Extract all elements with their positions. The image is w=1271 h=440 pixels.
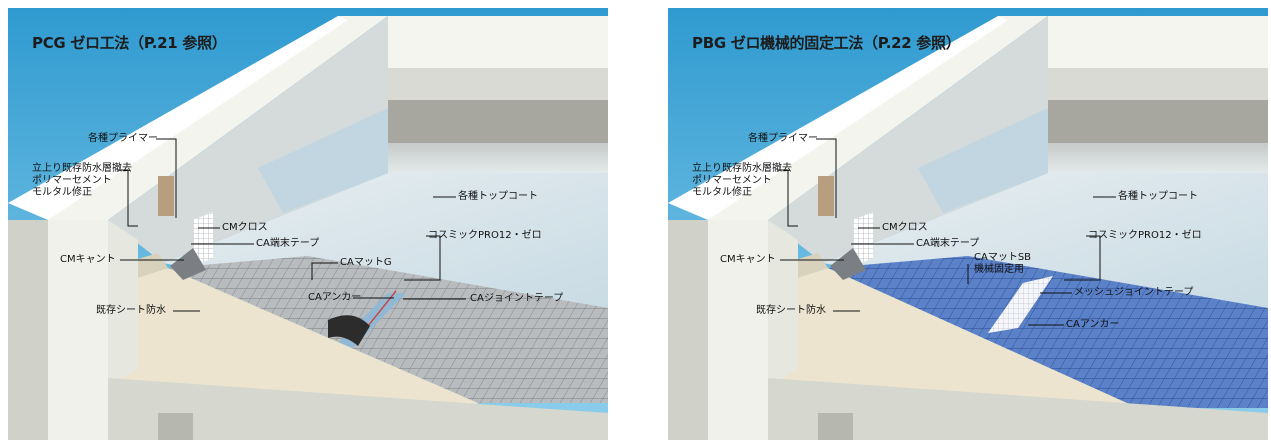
label-removal-line-2: ポリマーセメント — [32, 175, 112, 186]
label-removal-line-1: 立上り既存防水層撤去 — [32, 163, 132, 174]
ca-mat-g-grid — [168, 256, 608, 403]
label-cm-cant: CMキャント — [60, 254, 116, 265]
label-ca-anchor: CAアンカー — [308, 292, 362, 303]
label-existing-sheet: 既存シート防水 — [756, 305, 826, 316]
label-cosmic-pro12: コスミックPRO12・ゼロ — [428, 230, 542, 241]
label-primer: 各種プライマー — [88, 133, 158, 144]
panel-title: PBG ゼロ機械的固定工法（P.22 参照） — [692, 34, 961, 52]
anchor-red-line — [367, 290, 397, 327]
back-parapet-top — [998, 16, 1268, 68]
label-ca-mat-sb-line-2: 機械固定用 — [974, 264, 1024, 275]
back-wall-lower — [1048, 143, 1268, 173]
label-removal-line-3: モルタル修正 — [692, 187, 752, 198]
back-wall-lower — [388, 143, 608, 173]
back-wall-dark-band — [1048, 100, 1268, 143]
label-removal-line-1: 立上り既存防水層撤去 — [692, 163, 792, 174]
ca-mat-sb-grid — [828, 256, 1268, 408]
front-parapet-edge — [668, 16, 1008, 220]
front-parapet-side — [8, 220, 48, 440]
back-parapet-top — [338, 16, 608, 68]
slab-beam — [818, 413, 853, 440]
front-parapet-side — [668, 220, 708, 440]
front-parapet-face — [708, 220, 768, 440]
label-topcoat: 各種トップコート — [458, 191, 538, 202]
label-removal-line-3: モルタル修正 — [32, 187, 92, 198]
slab-bottom — [768, 378, 1268, 440]
label-ca-mat-sb: CAマットSB 機械固定用 — [974, 252, 1031, 276]
peeled-sheet-corner — [328, 315, 370, 346]
parapet-post — [158, 176, 174, 216]
panel-title: PCG ゼロ工法（P.21 参照） — [32, 34, 227, 52]
label-ca-mat-sb-line-1: CAマットSB — [974, 252, 1032, 263]
leader-lines — [778, 138, 1116, 326]
left-parapet-top — [48, 16, 388, 220]
front-parapet-inner — [768, 220, 798, 388]
front-parapet-edge — [8, 16, 348, 220]
label-cosmic-pro12: コスミックPRO12・ゼロ — [1088, 230, 1202, 241]
label-removal: 立上り既存防水層撤去 ポリマーセメント モルタル修正 — [32, 163, 132, 199]
leader-lines — [118, 138, 466, 312]
label-cm-cant: CMキャント — [720, 254, 776, 265]
label-ca-anchor: CAアンカー — [1066, 319, 1120, 330]
slab-beam — [158, 413, 193, 440]
label-ca-end-tape: CA端末テープ — [916, 238, 980, 249]
pcg-roof-illustration — [8, 8, 608, 440]
label-cm-cross: CMクロス — [222, 222, 268, 233]
parapet-post — [818, 176, 834, 216]
back-wall-dark-band — [388, 100, 608, 143]
cm-cross-patch — [193, 212, 213, 266]
front-parapet-face — [48, 220, 108, 440]
wall-membrane — [918, 108, 1048, 213]
label-existing-sheet: 既存シート防水 — [96, 305, 166, 316]
label-ca-mat-g: CAマットG — [340, 257, 392, 268]
label-primer: 各種プライマー — [748, 133, 818, 144]
label-cm-cross: CMクロス — [882, 222, 928, 233]
cm-cant-block — [830, 248, 866, 280]
label-ca-joint-tape: CAジョイントテープ — [470, 293, 564, 304]
label-ca-end-tape: CA端末テープ — [256, 238, 320, 249]
back-parapet-face — [1048, 68, 1268, 100]
diagram-panel-pbg: PBG ゼロ機械的固定工法（P.22 参照） 各種プライマー 立上り既存防水層撤… — [668, 8, 1268, 440]
left-inner-wall — [108, 16, 388, 263]
left-inner-wall — [768, 16, 1048, 263]
label-removal: 立上り既存防水層撤去 ポリマーセメント モルタル修正 — [692, 163, 792, 199]
front-parapet-inner — [108, 220, 138, 388]
pbg-roof-illustration — [668, 8, 1268, 440]
wall-membrane — [258, 108, 388, 213]
diagram-panel-pcg: PCG ゼロ工法（P.21 参照） 各種プライマー 立上り既存防水層撤去 ポリマ… — [8, 8, 608, 440]
slab-bottom — [108, 378, 608, 440]
label-mesh-joint-tape: メッシュジョイントテープ — [1074, 287, 1194, 298]
cm-cant-block — [170, 248, 206, 280]
cm-cross-patch — [853, 212, 873, 266]
label-topcoat: 各種トップコート — [1118, 191, 1198, 202]
label-removal-line-2: ポリマーセメント — [692, 175, 772, 186]
left-parapet-top — [708, 16, 1048, 220]
back-parapet-face — [388, 68, 608, 100]
